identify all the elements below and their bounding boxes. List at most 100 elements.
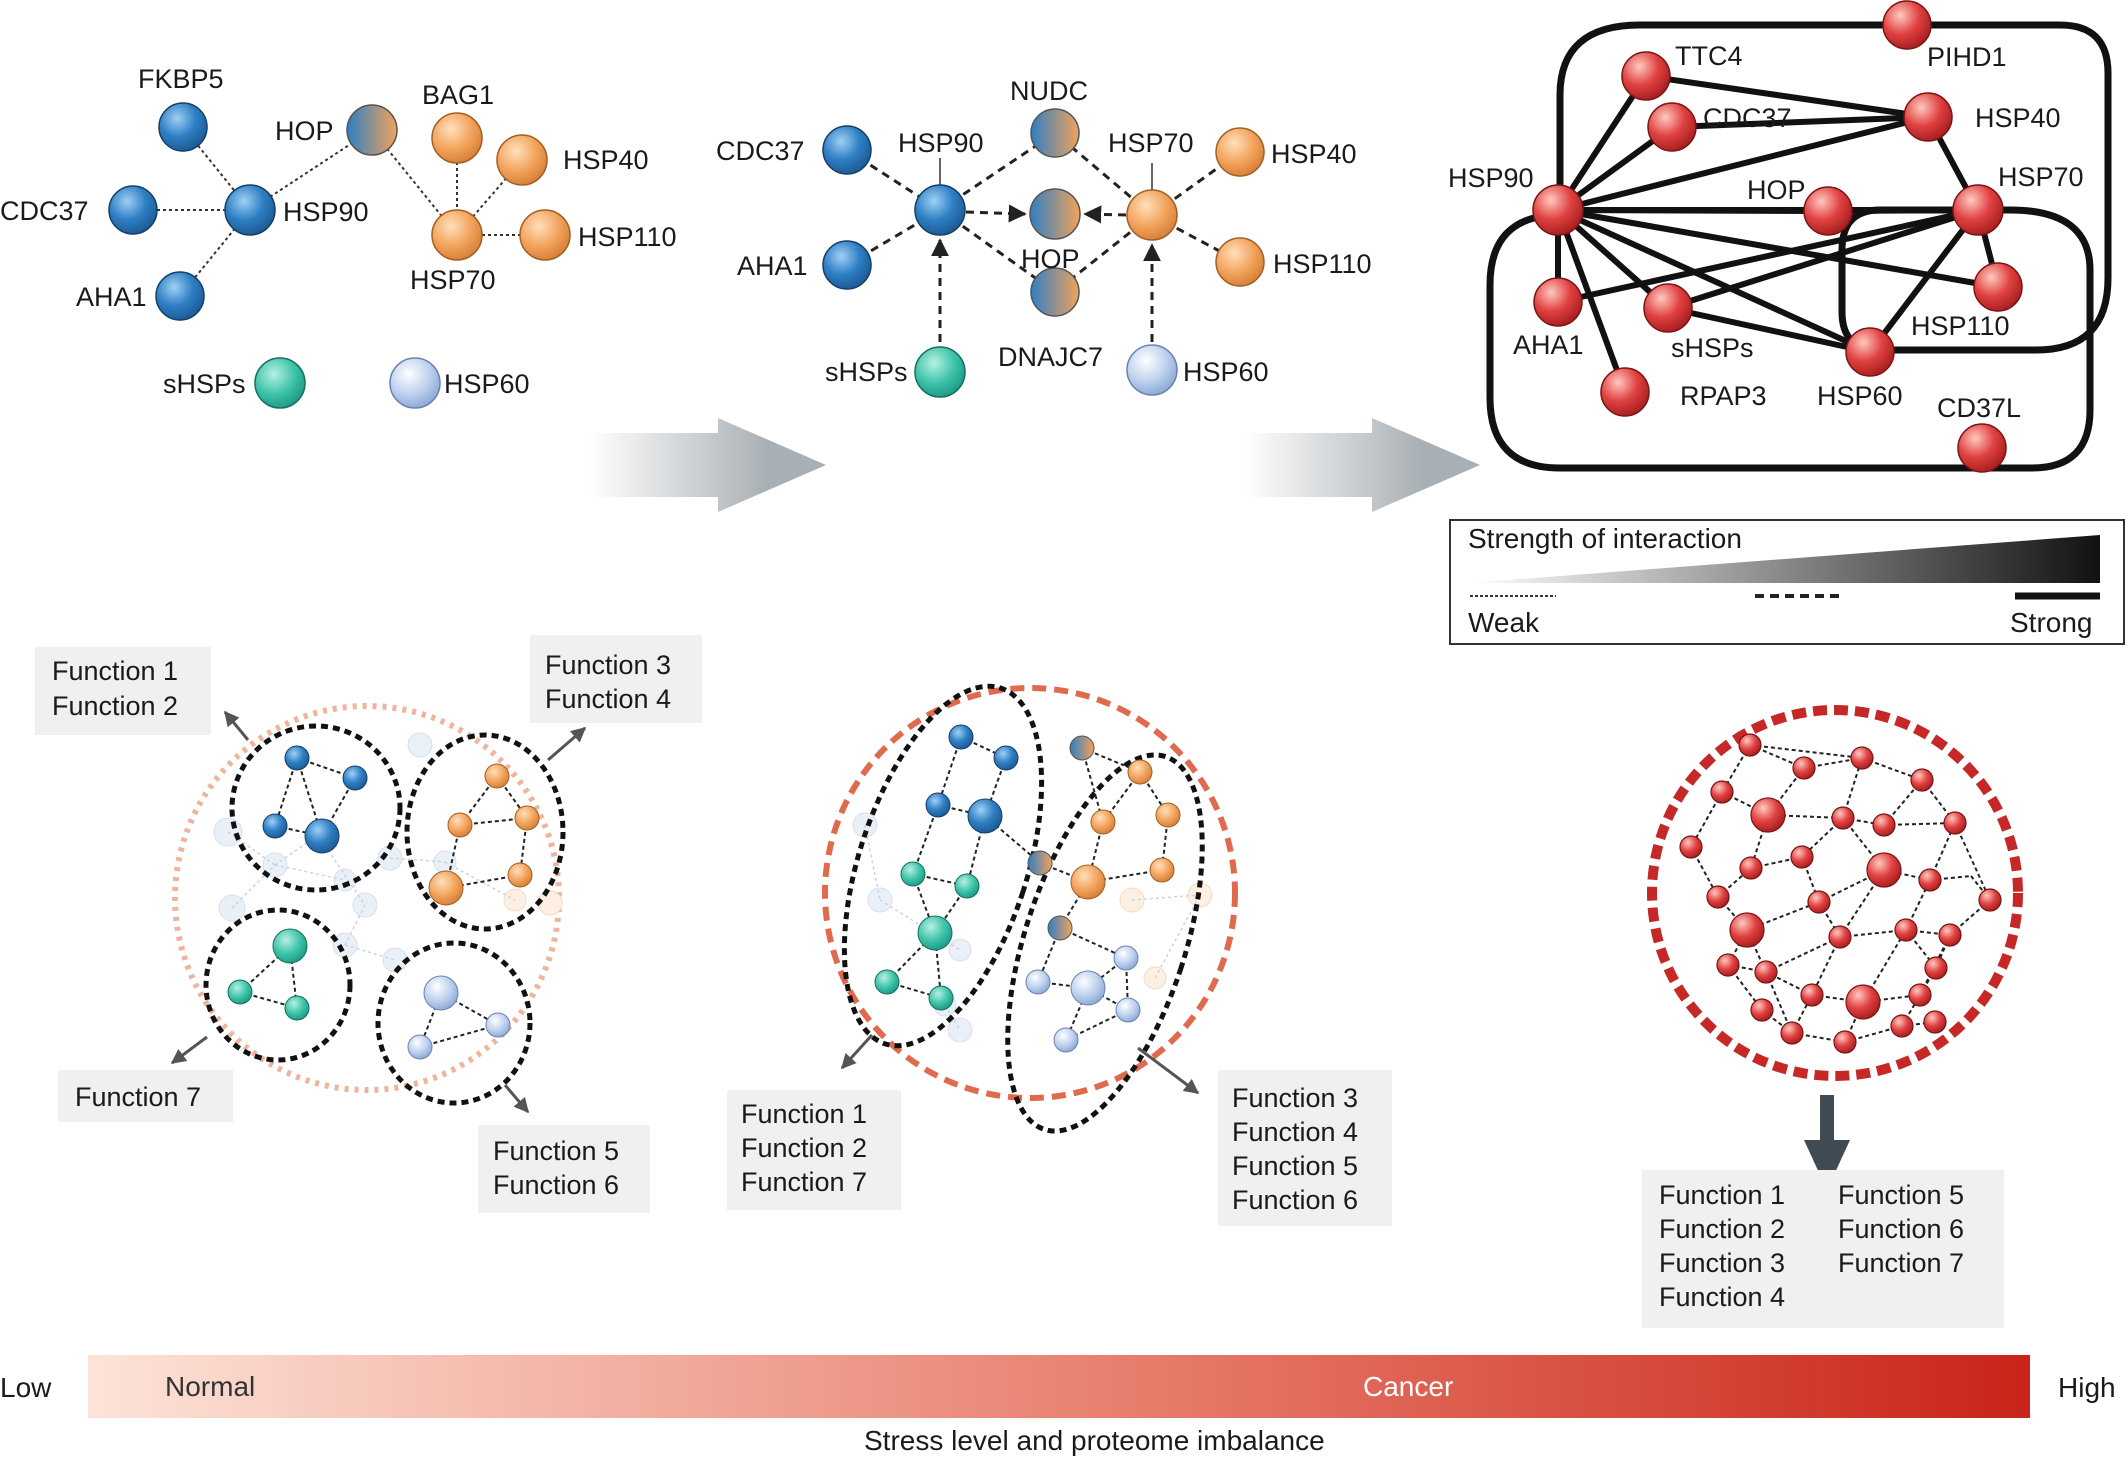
cdc37-label-2: CDC37 bbox=[716, 136, 805, 166]
cancer-node bbox=[1828, 925, 1852, 949]
panel-epichaperome: PIHD1 TTC4 CDC37 HSP40 HSP90 HOP HSP70 A… bbox=[1448, 0, 2112, 473]
hsp110-label-3: HSP110 bbox=[1911, 311, 2010, 341]
hsp90-label-3: HSP90 bbox=[1448, 163, 1534, 193]
cancer-node bbox=[1938, 923, 1962, 947]
function-label: Function 4 bbox=[545, 684, 671, 714]
normal-teal-node bbox=[227, 979, 253, 1005]
cancer-node bbox=[1918, 868, 1942, 892]
network-intermediate: Function 1 Function 2 Function 7 Functio… bbox=[727, 683, 1392, 1226]
mid-orange-node bbox=[1127, 759, 1153, 785]
normal-teal-node bbox=[284, 995, 310, 1021]
hsp90-label-2: HSP90 bbox=[898, 128, 984, 158]
hsp110-node-3 bbox=[1973, 262, 2023, 312]
hsp40-label: HSP40 bbox=[563, 145, 649, 175]
axis-high-label: High bbox=[2058, 1372, 2116, 1403]
function-label: Function 6 bbox=[1838, 1214, 1964, 1244]
mid-mixed-node bbox=[1047, 915, 1073, 941]
normal-blue-node bbox=[304, 818, 340, 854]
hsp90-label: HSP90 bbox=[283, 197, 369, 227]
cancer-node bbox=[1792, 756, 1816, 780]
normal-function-box-4 bbox=[478, 1125, 650, 1213]
hsp70-node-3 bbox=[1952, 184, 2004, 236]
normal-orange-node bbox=[514, 805, 540, 831]
function-label: Function 2 bbox=[52, 691, 178, 721]
function-label: Function 1 bbox=[1659, 1180, 1785, 1210]
function-label: Function 2 bbox=[1659, 1214, 1785, 1244]
shsps-node-2 bbox=[914, 346, 966, 398]
panel-intermediate-chaperome: NUDC CDC37 HSP90 HSP70 HSP40 AHA1 HOP HS… bbox=[716, 76, 1372, 398]
network-cancer: Function 1 Function 2 Function 3 Functio… bbox=[1642, 705, 2023, 1328]
normal-blue-node bbox=[284, 745, 310, 771]
hsp70-node bbox=[431, 209, 483, 261]
cancer-node bbox=[1943, 811, 1967, 835]
hsp70-label: HSP70 bbox=[410, 265, 496, 295]
normal-hsp60-node bbox=[485, 1012, 511, 1038]
function-label: Function 3 bbox=[1232, 1083, 1358, 1113]
bag1-label: BAG1 bbox=[422, 80, 494, 110]
hsp60-label-2: HSP60 bbox=[1183, 357, 1269, 387]
shsps-node bbox=[254, 357, 306, 409]
mid-teal-node bbox=[928, 985, 954, 1011]
shsps-label: sHSPs bbox=[163, 369, 246, 399]
stress-axis: Low High Normal Cancer Stress level and … bbox=[0, 1355, 2116, 1456]
cancer-node bbox=[1800, 983, 1824, 1007]
function-label: Function 3 bbox=[545, 650, 671, 680]
cancer-node bbox=[1872, 813, 1896, 837]
mid-blue-node bbox=[948, 724, 974, 750]
mid-teal-node bbox=[917, 915, 953, 951]
mid-hsp60-node bbox=[1115, 997, 1141, 1023]
function-label: Function 4 bbox=[1232, 1117, 1358, 1147]
normal-orange-node bbox=[484, 763, 510, 789]
hsp40-node-2 bbox=[1215, 127, 1265, 177]
shsps-node-3 bbox=[1643, 283, 1693, 333]
axis-low-label: Low bbox=[0, 1372, 52, 1403]
transition-arrow-1 bbox=[590, 418, 826, 512]
shsps-label-2: sHSPs bbox=[825, 357, 908, 387]
cancer-node bbox=[1710, 780, 1734, 804]
axis-caption: Stress level and proteome imbalance bbox=[864, 1425, 1325, 1456]
hop-node-3 bbox=[1803, 186, 1853, 236]
axis-normal-label: Normal bbox=[165, 1371, 255, 1402]
cancer-node bbox=[1850, 746, 1874, 770]
network-normal: Function 1 Function 2 Function 3 Functio… bbox=[35, 635, 702, 1213]
mid-function-box-2 bbox=[1218, 1070, 1392, 1226]
hop-node bbox=[346, 104, 398, 156]
hsp60-label: HSP60 bbox=[444, 369, 530, 399]
cancer-node bbox=[1833, 1030, 1857, 1054]
function-label: Function 5 bbox=[1232, 1151, 1358, 1181]
hsp110-node-2 bbox=[1215, 237, 1265, 287]
aha1-node-3 bbox=[1533, 277, 1583, 327]
function-label: Function 5 bbox=[1838, 1180, 1964, 1210]
dnajc7-node bbox=[1030, 267, 1080, 317]
function-label: Function 7 bbox=[741, 1167, 867, 1197]
cancer-node bbox=[1790, 845, 1814, 869]
cancer-node bbox=[1894, 918, 1918, 942]
mid-teal-node bbox=[900, 861, 926, 887]
cancer-node bbox=[1924, 956, 1948, 980]
mid-function-box-1 bbox=[727, 1090, 901, 1210]
legend-weak: Weak bbox=[1468, 607, 1540, 638]
legend-strong: Strong bbox=[2010, 607, 2093, 638]
hsp40-node-3 bbox=[1903, 92, 1953, 142]
pihd1-label: PIHD1 bbox=[1927, 42, 2007, 72]
hsp110-label: HSP110 bbox=[578, 222, 677, 252]
function-label: Function 2 bbox=[741, 1133, 867, 1163]
function-label: Function 4 bbox=[1659, 1282, 1785, 1312]
cancer-node bbox=[1738, 733, 1762, 757]
ttc4-label: TTC4 bbox=[1675, 41, 1743, 71]
mid-hsp60-node bbox=[1070, 970, 1106, 1006]
hsp70-node-2 bbox=[1126, 189, 1178, 241]
mid-hsp60-node bbox=[1113, 945, 1139, 971]
cancer-node bbox=[1739, 856, 1763, 880]
mid-orange-node bbox=[1090, 809, 1116, 835]
normal-hsp60-node bbox=[407, 1034, 433, 1060]
stress-gradient-bar bbox=[88, 1355, 2030, 1418]
normal-teal-node bbox=[272, 928, 308, 964]
cdc37-node bbox=[108, 185, 158, 235]
cancer-node bbox=[1706, 885, 1730, 909]
normal-function-box-2 bbox=[530, 635, 702, 723]
mid-mixed-node bbox=[1069, 735, 1095, 761]
aha1-node-2 bbox=[822, 240, 872, 290]
shsps-label-3: sHSPs bbox=[1671, 333, 1754, 363]
axis-cancer-label: Cancer bbox=[1363, 1371, 1453, 1402]
